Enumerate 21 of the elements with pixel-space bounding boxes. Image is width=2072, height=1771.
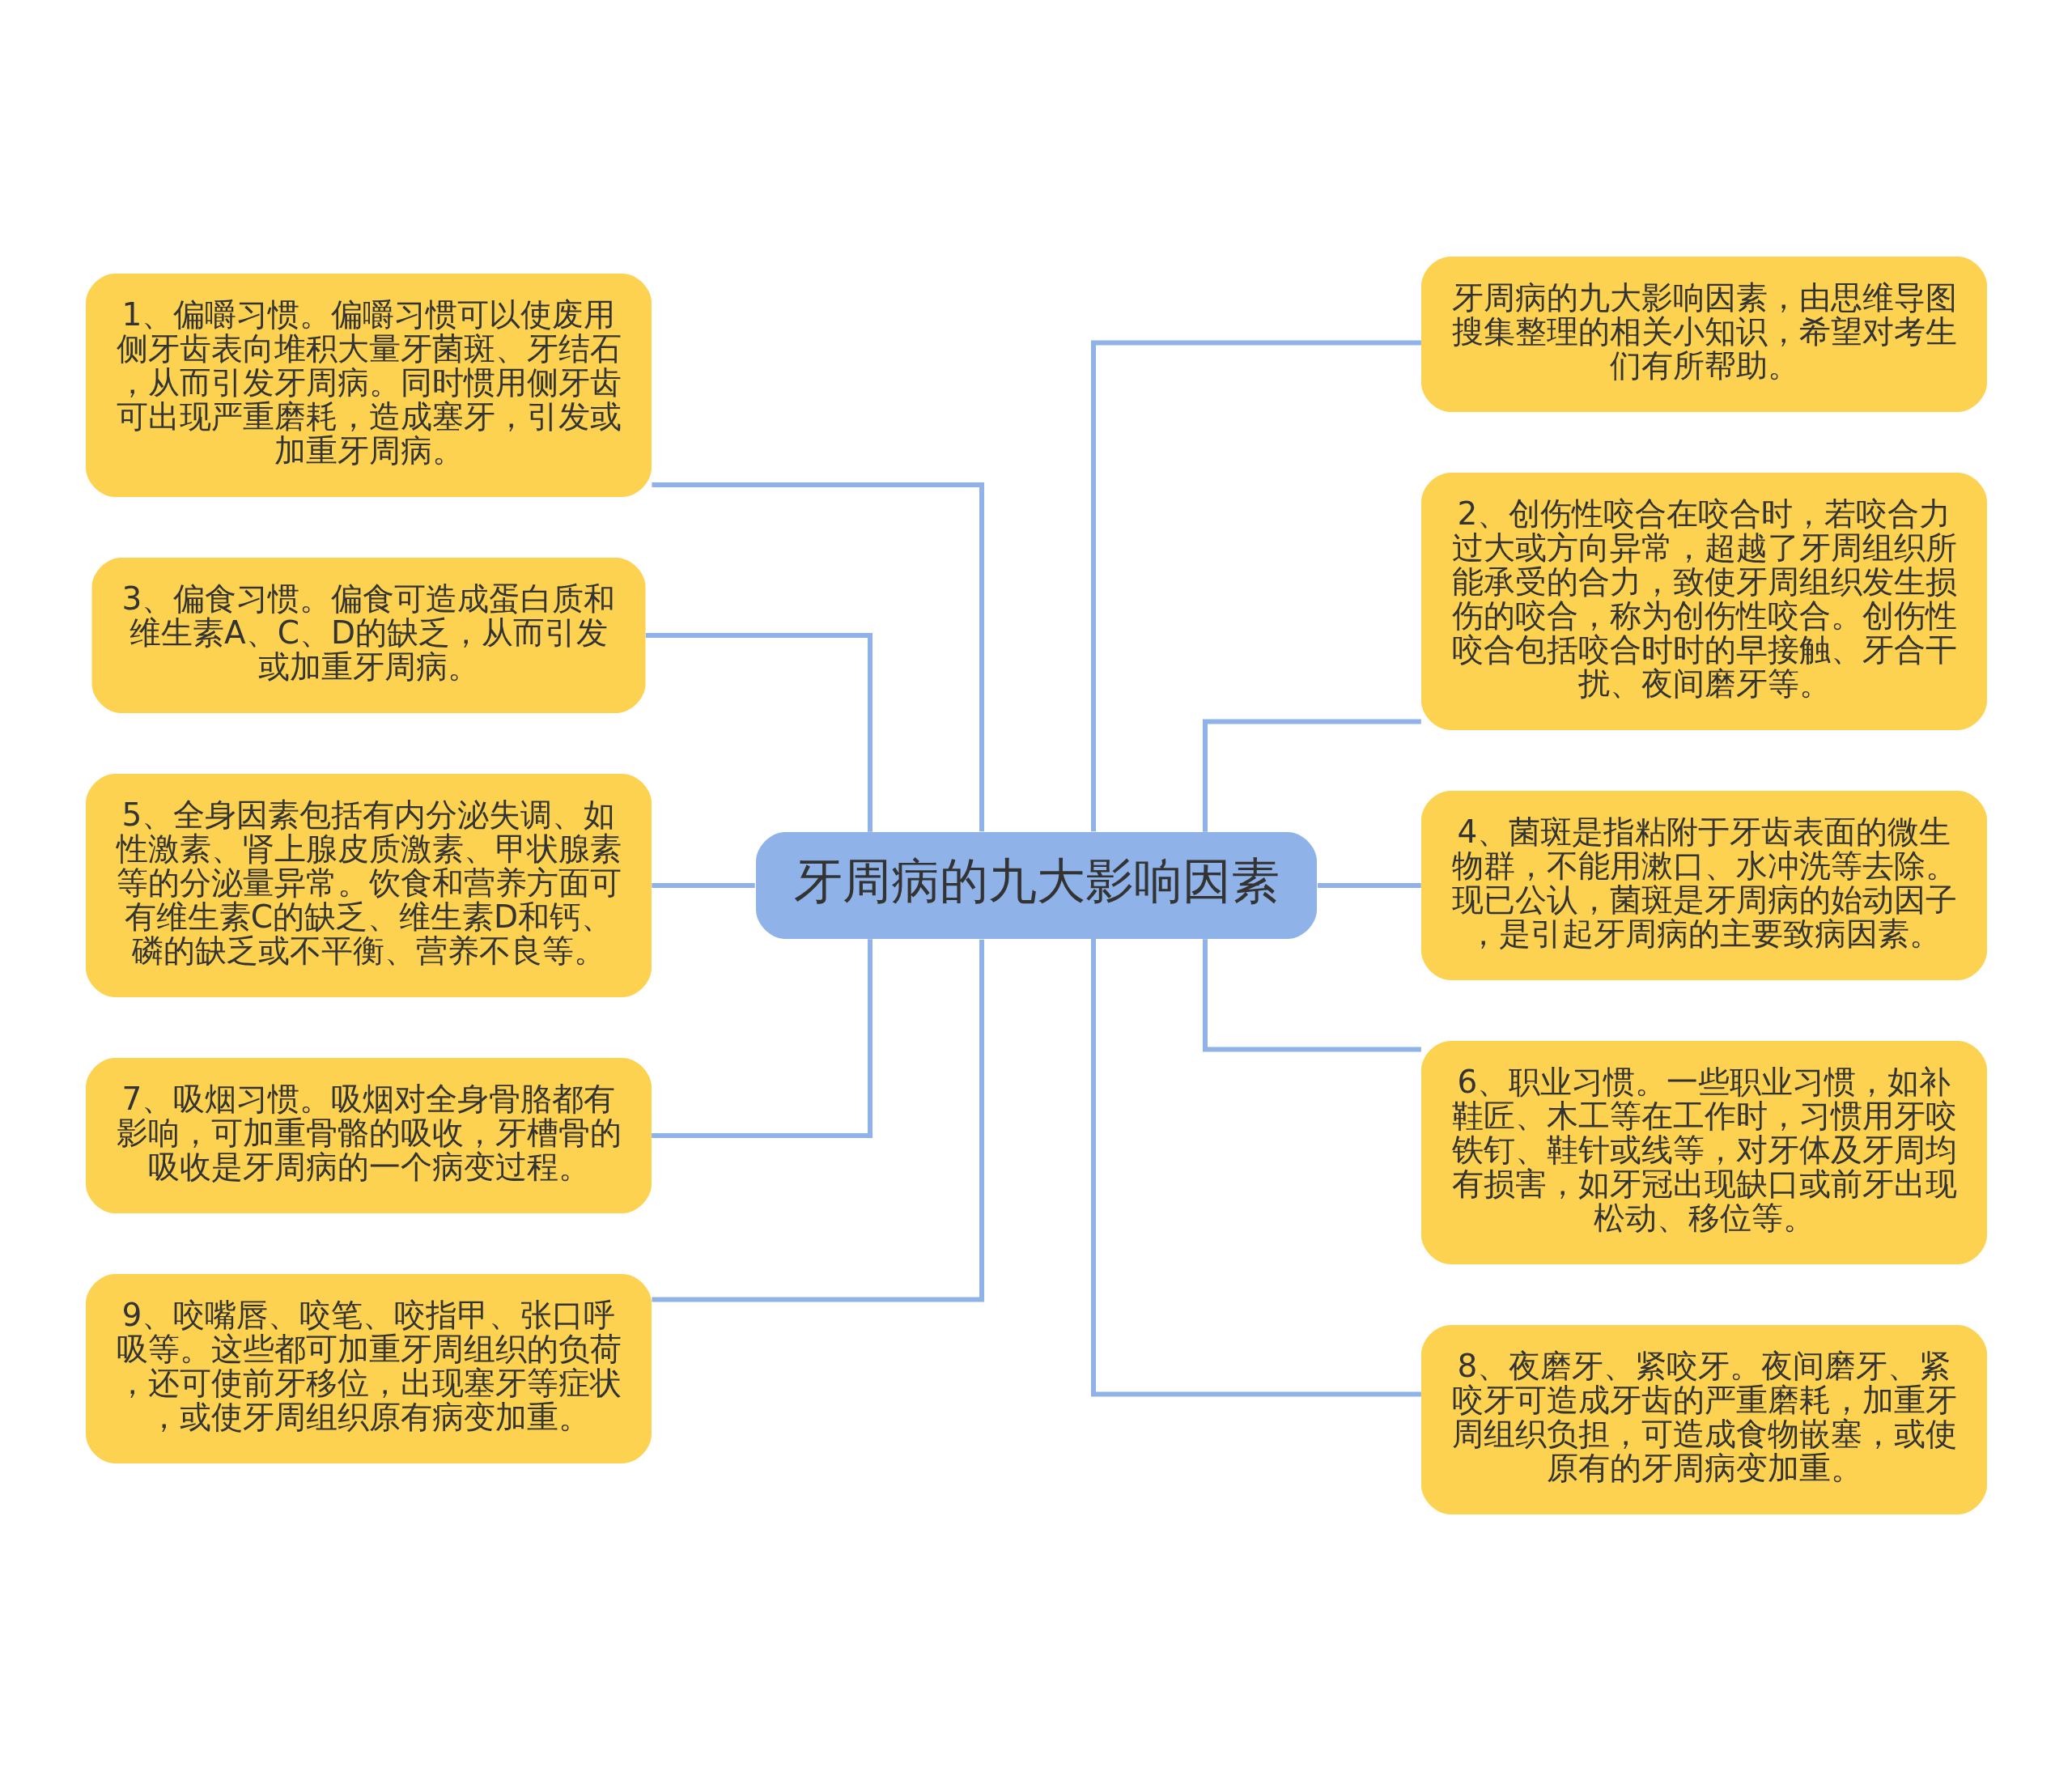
node-box: 7、吸烟习惯。吸烟对全身骨胳都有影响，可加重骨骼的吸收，牙槽骨的吸收是牙周病的一个病变过程。 (85, 1058, 652, 1213)
connector (1090, 340, 1421, 832)
node-box: 1、偏嚼习惯。偏嚼习惯可以使废用侧牙齿表向堆积大量牙菌斑、牙结石，从而引发牙周病。同时惯用侧牙齿可出现严重磨耗，造成塞牙，引发或加重牙周病。 (85, 274, 652, 497)
node-box: 3、偏食习惯。偏食可造成蛋白质和维生素A、C、D的缺乏，从而引发或加重牙周病。 (91, 558, 645, 713)
connector (651, 939, 984, 1302)
node-box: 6、职业习惯。一些职业习惯，如补鞋匠、木工等在工作时，习惯用牙咬铁钉、鞋针或线等，对牙体及牙周均有损害，如牙冠出现缺口或前牙出现松动、移位等。 (1420, 1041, 1987, 1264)
node-box: 牙周病的九大影响因素 (755, 832, 1317, 939)
connector (1202, 719, 1421, 832)
node-box: 8、夜磨牙、紧咬牙。夜间磨牙、紧咬牙可造成牙齿的严重磨耗，加重牙周组织负担，可造成食物嵌塞，或使原有的牙周病变加重。 (1420, 1325, 1987, 1514)
connector (1317, 883, 1421, 888)
node-box: 9、咬嘴唇、咬笔、咬指甲、张口呼吸等。这些都可加重牙周组织的负荷，还可使前牙移位，出现塞牙等症状，或使牙周组织原有病变加重。 (85, 1274, 652, 1463)
connector (1090, 939, 1421, 1397)
connector (1202, 939, 1421, 1052)
connector (651, 939, 873, 1138)
connector (645, 633, 873, 832)
connector (651, 883, 755, 888)
node-box: 4、菌斑是指粘附于牙齿表面的微生物群，不能用漱口、水冲洗等去除。现已公认，菌斑是牙周病的始动因子，是引起牙周病的主要致病因素。 (1420, 791, 1987, 980)
connector (651, 482, 984, 832)
node-box: 牙周病的九大影响因素，由思维导图搜集整理的相关小知识，希望对考生们有所帮助。 (1420, 257, 1987, 412)
node-box: 5、全身因素包括有内分泌失调、如性激素、肾上腺皮质激素、甲状腺素等的分泌量异常。饮食和营养方面可有维生素C的缺乏、维生素D和钙、磷的缺乏或不平衡、营养不良等。 (85, 774, 652, 997)
node-box: 2、创伤性咬合在咬合时，若咬合力过大或方向异常，超越了牙周组织所能承受的合力，致使牙周组织发生损伤的咬合，称为创伤性咬合。创伤性咬合包括咬合时时的早接触、牙合干扰、夜间磨牙等。 (1420, 473, 1987, 730)
